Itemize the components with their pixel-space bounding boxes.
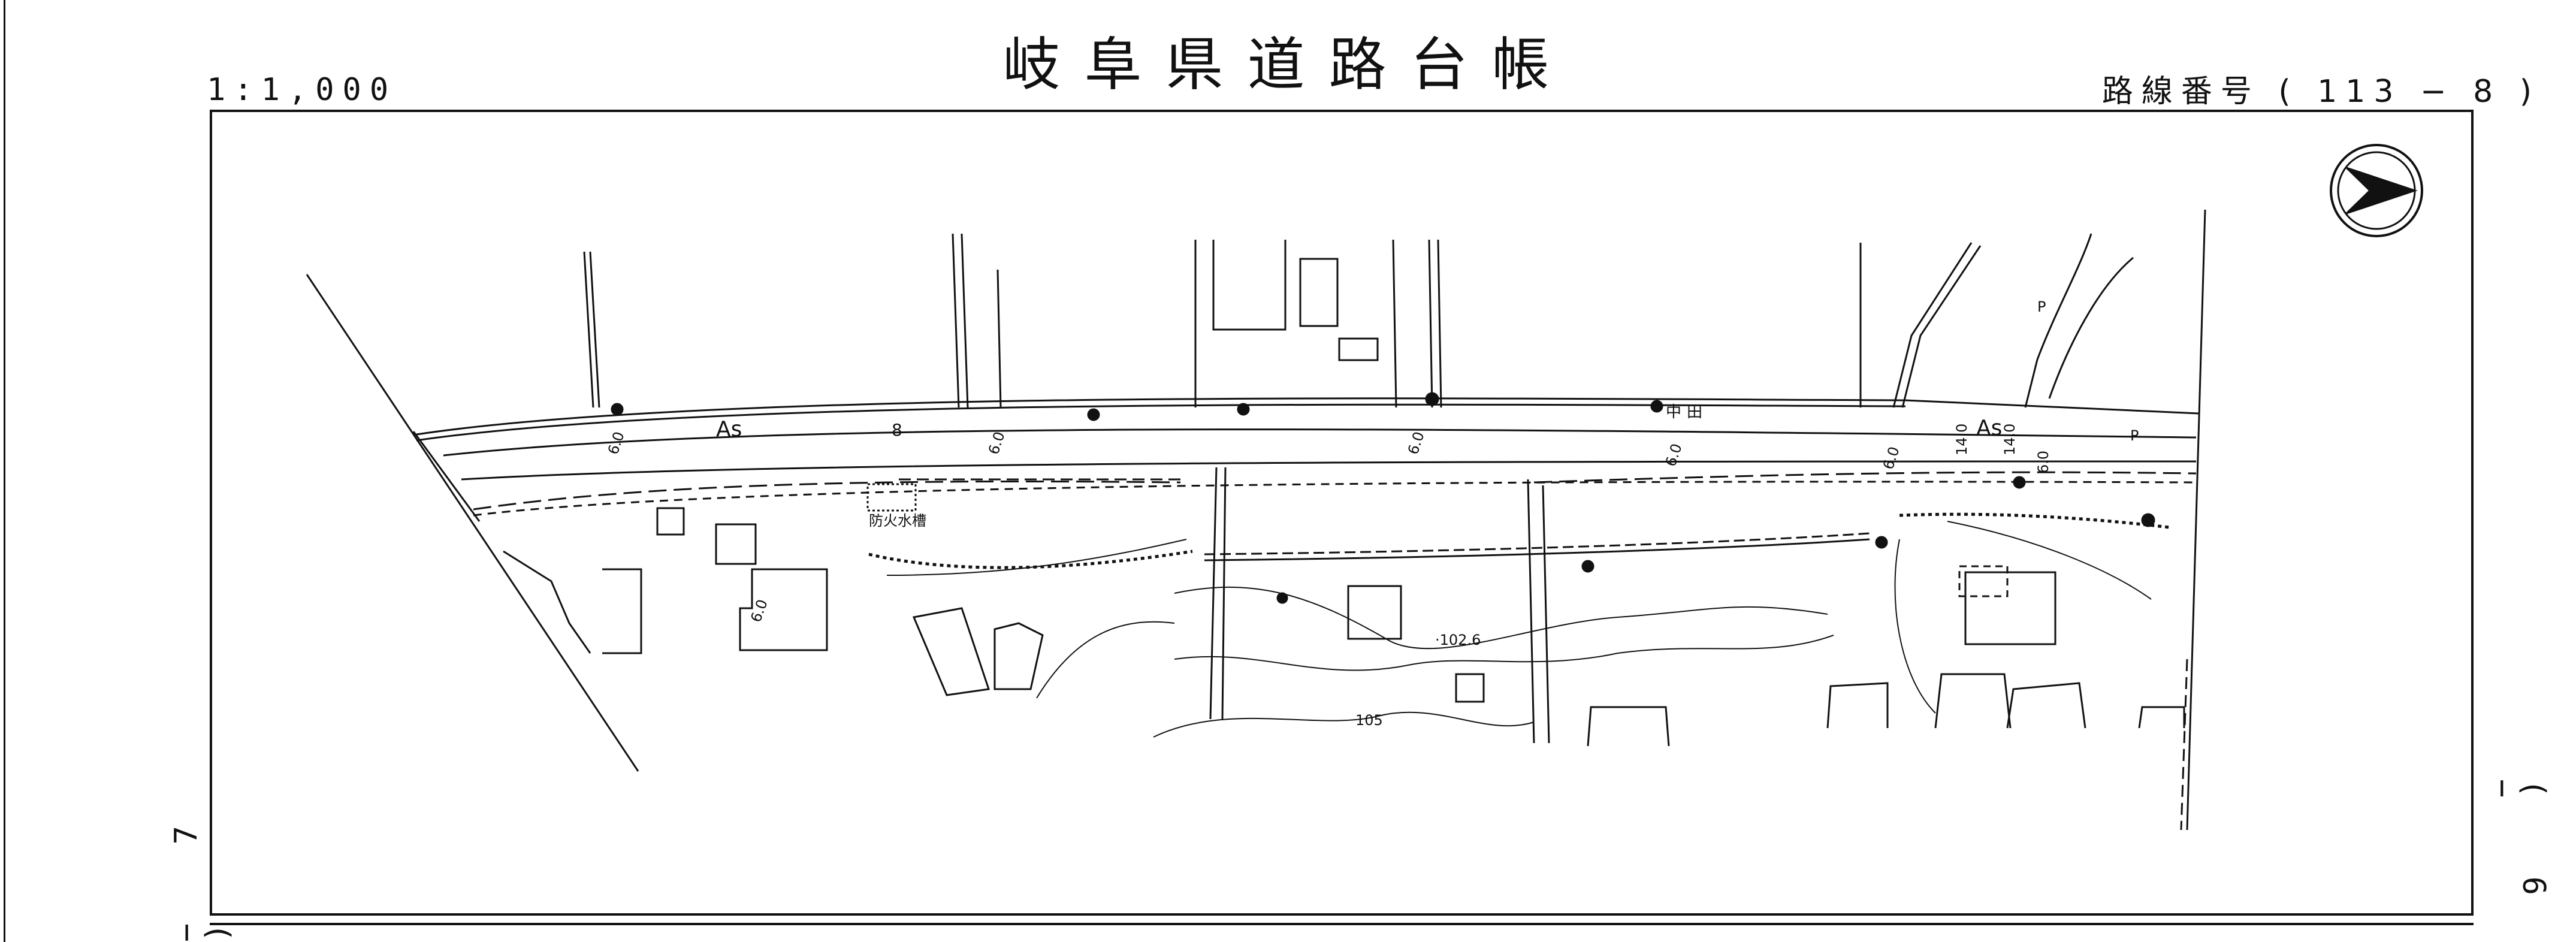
route-number: 路線番号 ( 113 − 8 ): [2102, 66, 2540, 111]
width-label-3: 6.0: [1405, 430, 1427, 457]
fire-tank-label: 防火水槽: [869, 512, 926, 529]
hedge-row-2: [1899, 512, 2170, 529]
road-edges: [416, 397, 2200, 511]
surface-label-as-1: As: [716, 417, 742, 442]
waterway-line-2: [1204, 538, 1870, 561]
boundary-line: [412, 431, 481, 522]
field-label-naka: 中: [1666, 403, 1681, 421]
sheet-cut-line: [306, 274, 639, 772]
surface-label-as-2: As: [1976, 416, 2002, 440]
centerline: [473, 481, 2197, 517]
contour-lines: [886, 521, 2152, 738]
width-label-2: 6.0: [985, 430, 1008, 457]
page-number-right: ( 6 −: [2484, 779, 2551, 925]
side-roads: [583, 209, 2206, 831]
north-arrow-icon: [2330, 144, 2423, 237]
route-open-paren: (: [2278, 74, 2299, 110]
utility-poles: [611, 392, 2155, 604]
sheet-title: 岐阜県道路台帳: [1002, 31, 1574, 98]
width-label-7: 14.0: [2001, 424, 2018, 455]
sheet-edge-line: [4, 0, 5, 942]
fire-tank-symbol: [866, 483, 917, 512]
route-label: 路線番号: [2101, 74, 2260, 110]
pole-label-p-1: P: [2037, 298, 2046, 315]
waterway-line: [1204, 532, 1870, 555]
width-label-8: 6.0: [2035, 451, 2052, 473]
width-label-4: 6.0: [1662, 442, 1685, 469]
field-label-ta: 田: [1687, 403, 1702, 421]
map-scale: 1:1,000: [207, 72, 397, 108]
map-frame: [210, 110, 2474, 916]
width-label-6: 14.0: [1953, 424, 1970, 455]
contour-label: 105: [1355, 712, 1383, 729]
pole-label-p-2: P: [2130, 427, 2139, 444]
marker-label: 8: [892, 420, 902, 440]
frame-bottom-rule: [210, 923, 2474, 925]
hedge-row: [868, 550, 1193, 569]
route-value: 113 − 8: [2317, 74, 2502, 110]
buildings: [503, 240, 2185, 747]
route-close-paren: ): [2519, 74, 2540, 110]
elevation-point: ·102.6: [1435, 632, 1481, 648]
width-label-9: 6.0: [747, 597, 771, 624]
width-label-1: 6.0: [605, 430, 627, 457]
width-label-5: 6.0: [1880, 445, 1902, 472]
